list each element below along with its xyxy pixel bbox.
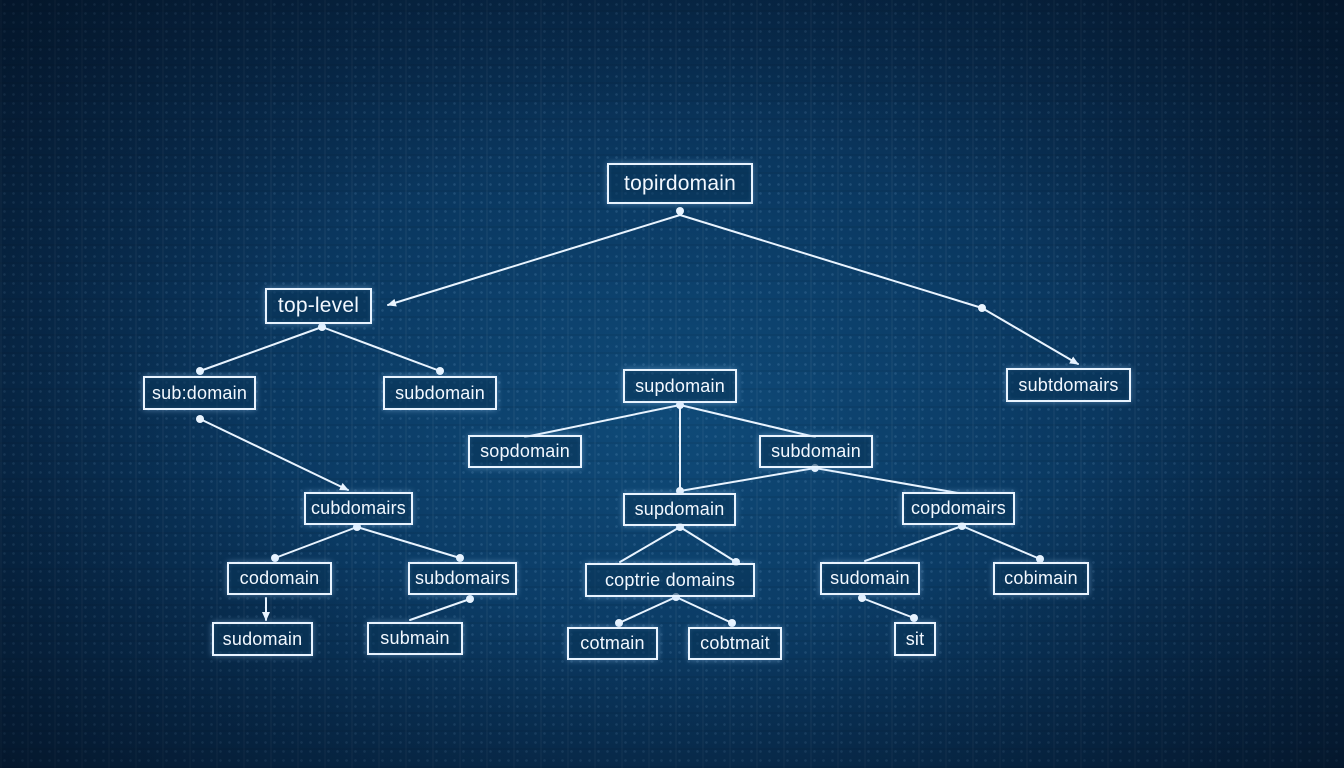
edge-coptrie-to-cotmain [618, 596, 677, 624]
edge-sudomain-to-sit [861, 597, 915, 619]
node-cotmain[interactable]: cotmain [567, 627, 658, 660]
node-sub-right[interactable]: subtdomairs [1006, 368, 1131, 402]
edge-sup2-to-coptrie-left [619, 526, 681, 563]
junction-dot [676, 401, 684, 409]
junction-dot [353, 523, 361, 531]
node-sop-center[interactable]: sopdomain [468, 435, 582, 468]
node-top-level[interactable]: top-level [265, 288, 372, 324]
node-sup-center-2[interactable]: supdomain [623, 493, 736, 526]
edge-sup2-to-coptrie-right [679, 526, 737, 563]
edge-sub-to-sup2 [679, 467, 816, 492]
junction-dot [436, 367, 444, 375]
edge-cub-to-subdomairs [356, 526, 461, 559]
node-cod-left[interactable]: codomain [227, 562, 332, 595]
node-cobi-right[interactable]: cobimain [993, 562, 1089, 595]
node-submain[interactable]: submain [367, 622, 463, 655]
junction-dot [910, 614, 918, 622]
node-cobtmait[interactable]: cobtmait [688, 627, 782, 660]
junction-dot [978, 304, 986, 312]
edge-sup-to-sub [679, 404, 816, 438]
node-root[interactable]: topirdomain [607, 163, 753, 204]
junction-dot [676, 207, 684, 215]
node-sup-center[interactable]: supdomain [623, 369, 737, 403]
junction-dot [456, 554, 464, 562]
node-sub-left-c[interactable]: subdomairs [408, 562, 517, 595]
edge-top-level-to-sub-a [199, 326, 323, 372]
node-sub-left-b[interactable]: subdomain [383, 376, 497, 410]
junction-dot [466, 595, 474, 603]
edge-cop-to-cobimain [961, 525, 1041, 560]
node-coptrie[interactable]: coptrie domains [585, 563, 755, 597]
edge-sub-to-cop [814, 467, 959, 494]
node-cop-right[interactable]: copdomairs [902, 492, 1015, 525]
node-sit[interactable]: sit [894, 622, 936, 656]
node-sud-right[interactable]: sudomain [820, 562, 920, 595]
edge-cop-to-sudomain [864, 525, 963, 562]
edge-sub-a-to-cub [199, 418, 349, 491]
node-sud-left-leaf[interactable]: sudomain [212, 622, 313, 656]
node-sub-left-a[interactable]: sub:domain [143, 376, 256, 410]
edge-subdomairs-to-submain [409, 598, 471, 621]
junction-dot [728, 619, 736, 627]
edge-coptrie-to-cobtmait [675, 596, 733, 624]
junction-dot [1036, 555, 1044, 563]
junction-dot [196, 367, 204, 375]
edge-root-to-right [679, 214, 983, 309]
junction-dot [271, 554, 279, 562]
edge-root-to-top-level [387, 214, 681, 307]
junction-dot [318, 323, 326, 331]
edge-right-to-subtdomairs [981, 307, 1079, 365]
node-sub-center[interactable]: subdomain [759, 435, 873, 468]
node-cub-left[interactable]: cubdomairs [304, 492, 413, 525]
junction-dot [196, 415, 204, 423]
edge-sup-to-sop [524, 404, 681, 438]
edge-cub-to-codomain [274, 526, 358, 559]
junction-dot [615, 619, 623, 627]
junction-dot [858, 594, 866, 602]
edge-top-level-to-sub-b [321, 326, 441, 372]
